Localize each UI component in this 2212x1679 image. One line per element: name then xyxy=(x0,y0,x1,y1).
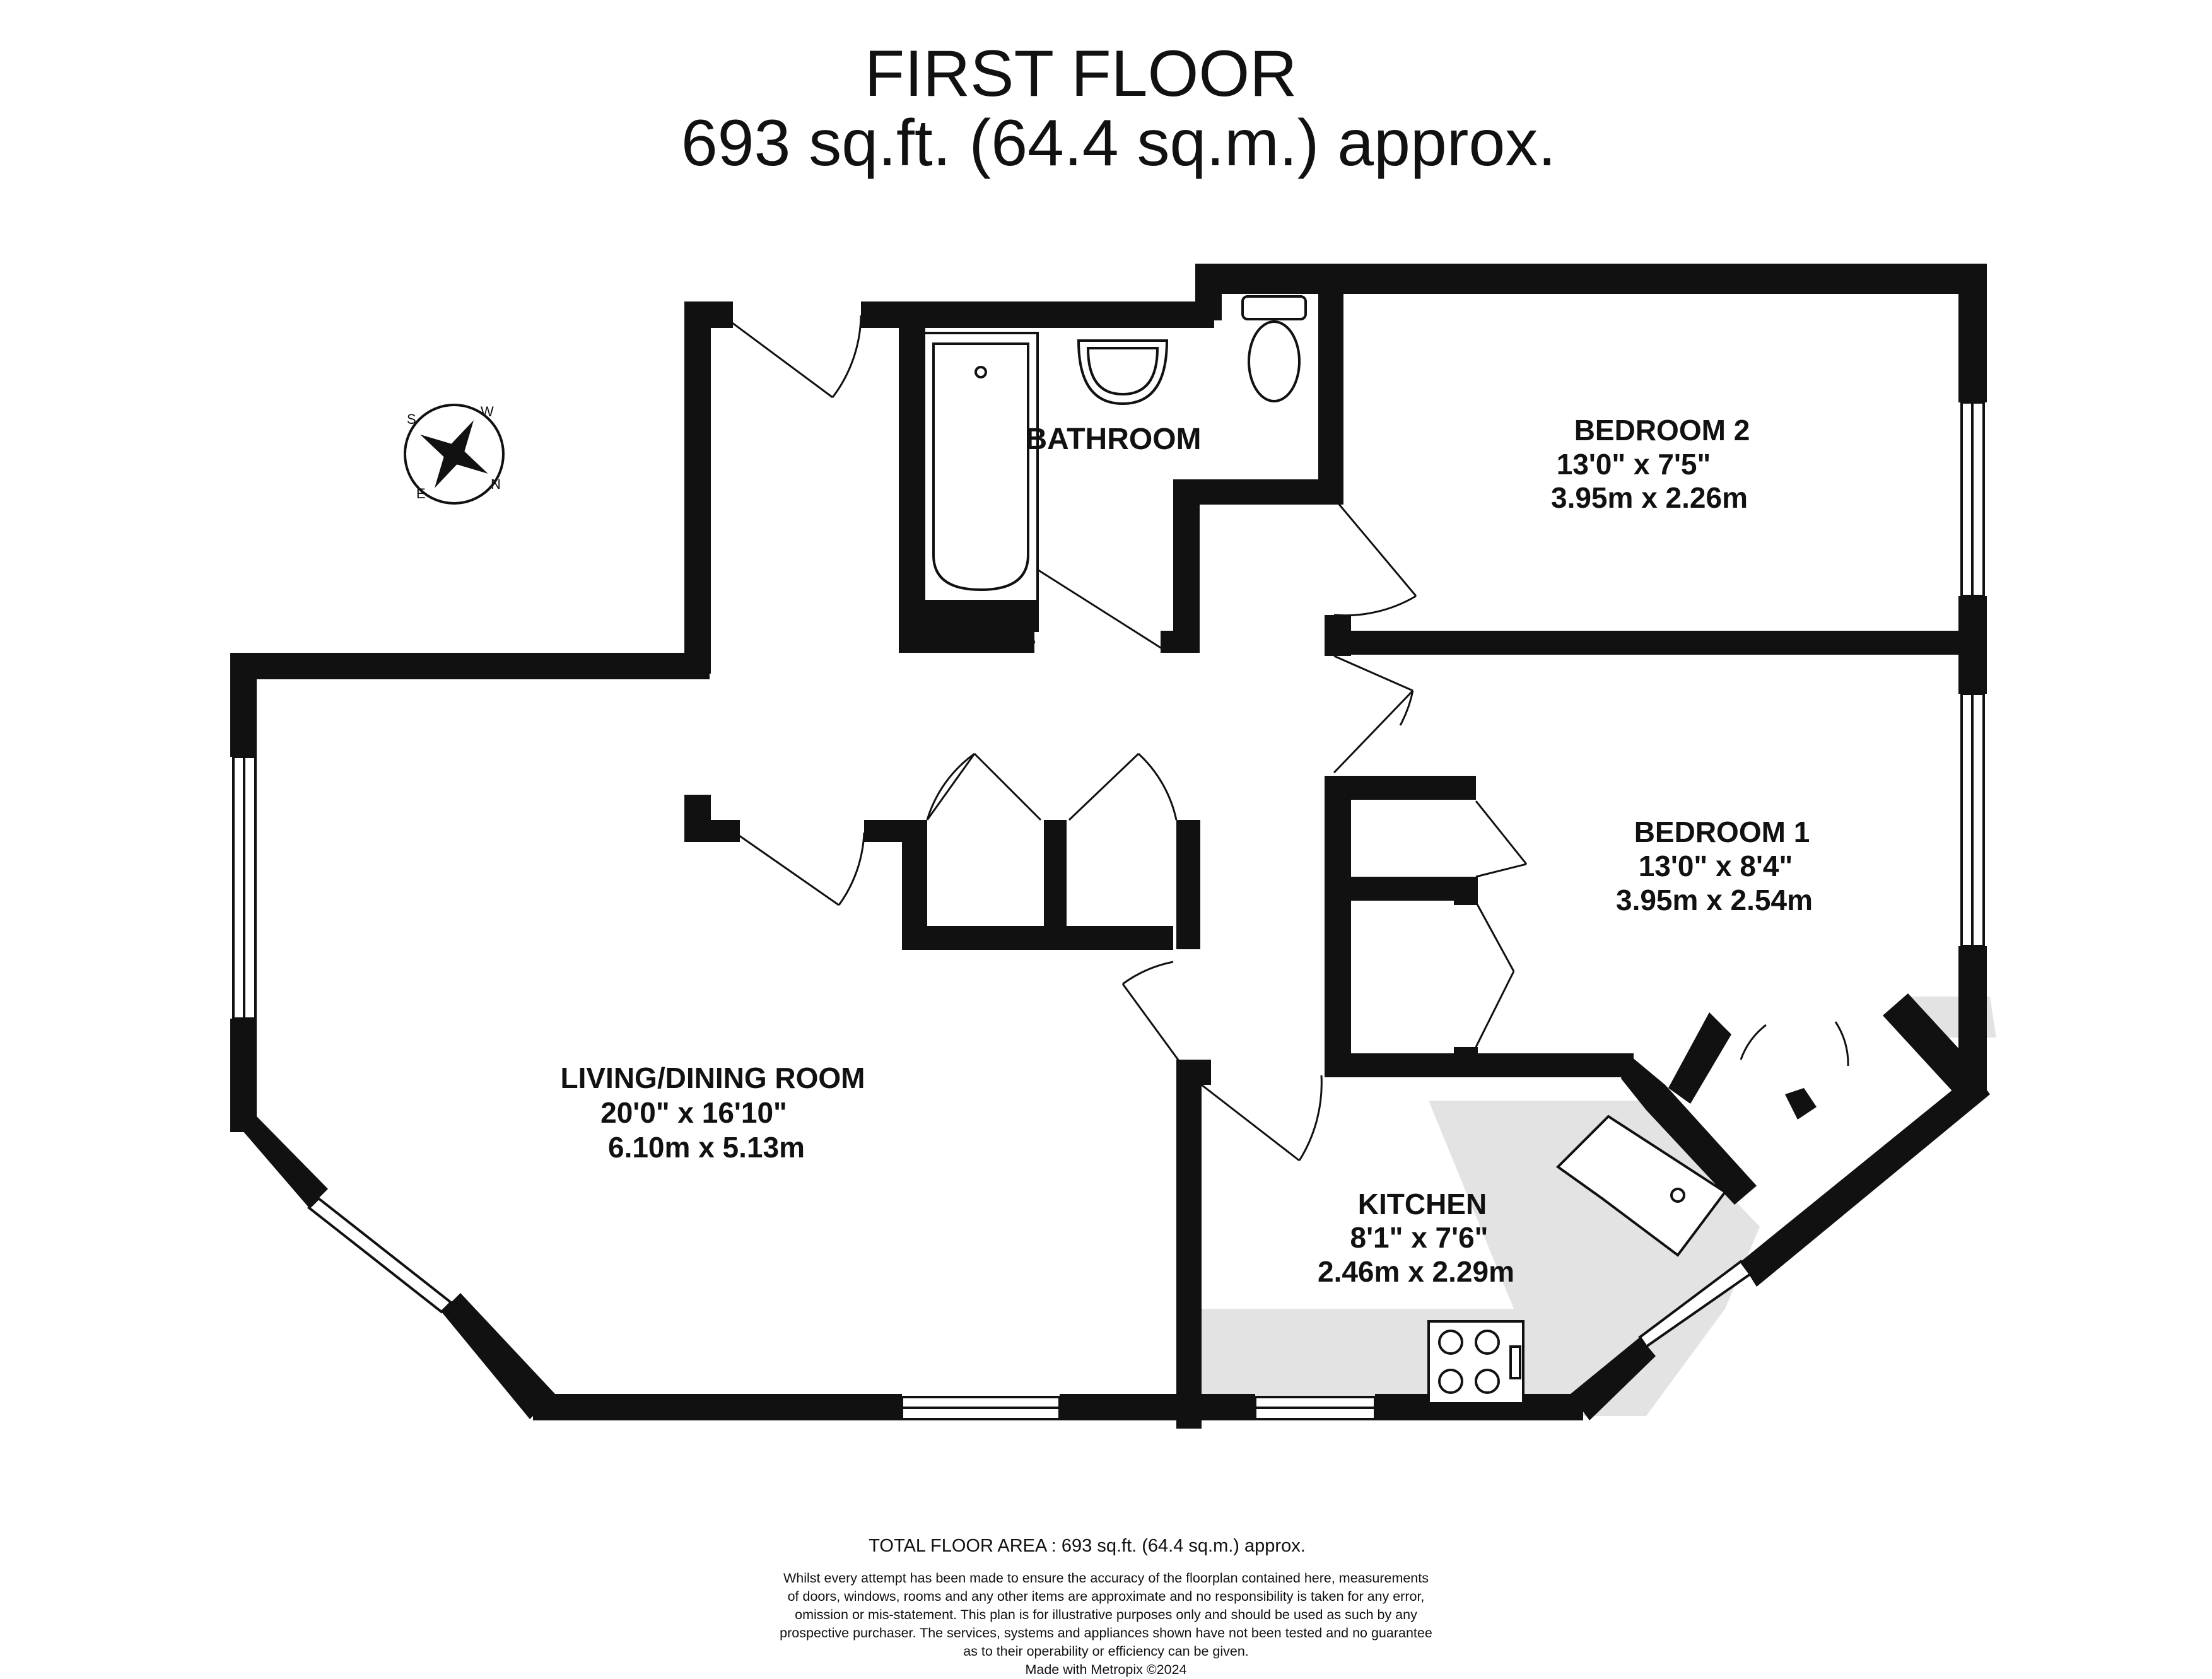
plan-title: FIRST FLOOR xyxy=(864,37,1297,110)
hob xyxy=(1427,1320,1524,1405)
wash-basin xyxy=(1077,339,1169,406)
room-label-living-dining-room: LIVING/DINING ROOM 20'0" x 16'10" 6.10m … xyxy=(561,1062,865,1164)
compass-letter-e: E xyxy=(416,486,426,501)
compass-icon: S W N E xyxy=(404,404,505,505)
room-name: LIVING/DINING ROOM xyxy=(561,1062,865,1094)
room-name: BEDROOM 1 xyxy=(1634,816,1810,848)
disclaimer-line: Whilst every attempt has been made to en… xyxy=(783,1571,1429,1586)
room-name: KITCHEN xyxy=(1358,1188,1487,1220)
compass-letter-n: N xyxy=(491,476,501,492)
credit-line: Made with Metropix ©2024 xyxy=(1025,1662,1187,1677)
room-label-bedroom-1: BEDROOM 1 13'0" x 8'4" 3.95m x 2.54m xyxy=(1616,816,1813,916)
room-size-metric: 6.10m x 5.13m xyxy=(608,1131,805,1164)
disclaimer-line: of doors, windows, rooms and any other i… xyxy=(787,1589,1425,1604)
room-size-metric: 3.95m x 2.26m xyxy=(1551,481,1748,514)
room-size-imperial: 13'0" x 8'4" xyxy=(1639,850,1793,882)
room-size-imperial: 20'0" x 16'10" xyxy=(600,1096,787,1129)
kitchen-sink xyxy=(1555,1114,1727,1257)
toilet xyxy=(1241,295,1307,402)
disclaimer-line: as to their operability or efficiency ca… xyxy=(963,1644,1249,1659)
room-name: BATHROOM xyxy=(1025,423,1201,456)
disclaimer-line: omission or mis-statement. This plan is … xyxy=(795,1607,1417,1622)
disclaimer-line: prospective purchaser. The services, sys… xyxy=(780,1625,1432,1641)
bath-tub xyxy=(923,332,1039,632)
room-size-imperial: 8'1" x 7'6" xyxy=(1350,1221,1489,1254)
room-label-kitchen: KITCHEN 8'1" x 7'6" 2.46m x 2.29m xyxy=(1318,1188,1514,1288)
compass-letter-w: W xyxy=(481,404,494,419)
plan-area-subtitle: 693 sq.ft. (64.4 sq.m.) approx. xyxy=(681,107,1557,180)
room-label-bedroom-2: BEDROOM 2 13'0" x 7'5" 3.95m x 2.26m xyxy=(1551,414,1750,514)
disclaimer: Whilst every attempt has been made to en… xyxy=(0,1569,2212,1679)
compass-letter-s: S xyxy=(407,411,416,427)
door-swings xyxy=(722,314,1849,1162)
room-size-metric: 2.46m x 2.29m xyxy=(1318,1255,1514,1288)
room-size-imperial: 13'0" x 7'5" xyxy=(1557,448,1711,481)
room-name: BEDROOM 2 xyxy=(1574,414,1750,447)
room-size-metric: 3.95m x 2.54m xyxy=(1616,884,1813,916)
walls xyxy=(230,264,1990,1429)
windows xyxy=(232,401,1985,1420)
room-label-bathroom: BATHROOM xyxy=(1025,423,1201,456)
total-floor-area: TOTAL FLOOR AREA : 693 sq.ft. (64.4 sq.m… xyxy=(869,1536,1306,1556)
